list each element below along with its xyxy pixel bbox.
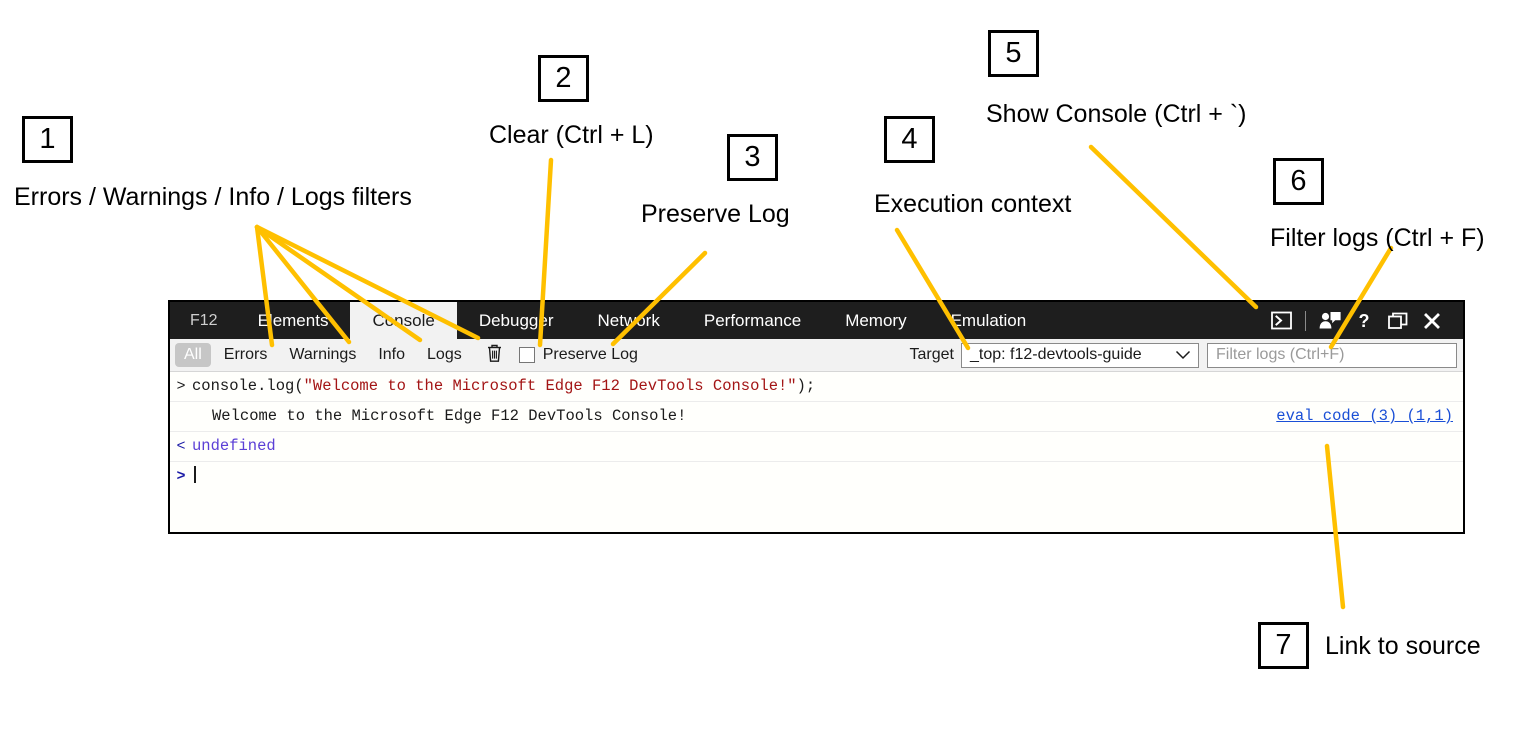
callout-label-5: Show Console (Ctrl + `) xyxy=(986,100,1247,128)
tab-console[interactable]: Console xyxy=(350,302,457,339)
tab-network[interactable]: Network xyxy=(576,302,682,339)
execution-context-select[interactable]: _top: f12-devtools-guide xyxy=(961,342,1199,368)
callout-number: 6 xyxy=(1290,165,1307,197)
callout-box-4: 4 xyxy=(884,116,935,163)
filter-logs-placeholder: Filter logs (Ctrl+F) xyxy=(1216,346,1345,363)
code-suffix: ); xyxy=(796,377,816,395)
filter-button-logs[interactable]: Logs xyxy=(427,346,462,363)
console-input-code: console.log("Welcome to the Microsoft Ed… xyxy=(192,376,815,396)
trash-icon xyxy=(486,343,503,368)
console-output[interactable]: > console.log("Welcome to the Microsoft … xyxy=(170,372,1463,532)
feedback-icon[interactable] xyxy=(1313,302,1347,339)
leader-line-5 xyxy=(1088,144,1259,310)
callout-box-5: 5 xyxy=(988,30,1039,77)
callout-box-3: 3 xyxy=(727,134,778,181)
callout-box-6: 6 xyxy=(1273,158,1324,205)
output-marker-icon: < xyxy=(176,437,186,454)
callout-label-2: Clear (Ctrl + L) xyxy=(489,121,654,149)
svg-text:?: ? xyxy=(1359,311,1370,331)
source-link[interactable]: eval code (3) (1,1) xyxy=(1276,407,1453,425)
help-icon[interactable]: ? xyxy=(1347,302,1381,339)
console-prompt-input[interactable] xyxy=(192,466,196,486)
tab-label: Debugger xyxy=(478,310,554,330)
console-message-row: Welcome to the Microsoft Edge F12 DevToo… xyxy=(170,402,1463,432)
prompt-marker-icon: > xyxy=(176,467,186,484)
tab-label: Emulation xyxy=(950,310,1027,330)
console-result-value: undefined xyxy=(192,437,276,455)
filter-button-errors[interactable]: Errors xyxy=(223,346,268,363)
tabstrip-spacer xyxy=(1048,302,1264,339)
callout-number: 5 xyxy=(1005,37,1022,69)
console-input-row: > console.log("Welcome to the Microsoft … xyxy=(170,372,1463,402)
tab-label: Memory xyxy=(845,310,907,330)
preserve-log-checkbox[interactable] xyxy=(518,347,535,363)
callout-number: 4 xyxy=(901,123,918,155)
callout-label-1: Errors / Warnings / Info / Logs filters xyxy=(14,183,412,211)
tab-memory[interactable]: Memory xyxy=(823,302,928,339)
preserve-log-control[interactable]: Preserve Log xyxy=(518,346,638,364)
callout-number: 3 xyxy=(744,141,761,173)
tab-label: Elements xyxy=(257,310,329,330)
filter-button-all[interactable]: All xyxy=(175,343,211,367)
tab-emulation[interactable]: Emulation xyxy=(929,302,1049,339)
filter-button-warnings[interactable]: Warnings xyxy=(289,346,357,363)
code-string-literal: "Welcome to the Microsoft Edge F12 DevTo… xyxy=(303,377,797,395)
devtools-window: F12 Elements Console Debugger Network Pe… xyxy=(168,300,1465,534)
chevron-down-icon xyxy=(1175,350,1191,360)
tab-debugger[interactable]: Debugger xyxy=(457,302,576,339)
console-result-row: < undefined xyxy=(170,432,1463,462)
callout-label-7: Link to source xyxy=(1325,632,1481,660)
tab-label: Console xyxy=(372,310,435,330)
tab-label: F12 xyxy=(190,311,218,329)
callout-number: 2 xyxy=(555,62,572,94)
tab-elements[interactable]: Elements xyxy=(236,302,351,339)
undock-icon[interactable] xyxy=(1381,302,1415,339)
devtools-tabstrip: F12 Elements Console Debugger Network Pe… xyxy=(170,302,1463,339)
execution-context-value: _top: f12-devtools-guide xyxy=(970,346,1142,363)
show-console-icon[interactable] xyxy=(1264,302,1298,339)
tab-label: Network xyxy=(597,310,660,330)
tab-label: Performance xyxy=(703,310,802,330)
tab-f12: F12 xyxy=(170,302,236,339)
callout-number: 7 xyxy=(1275,629,1292,661)
titlebar-icon-group: ? xyxy=(1264,302,1463,339)
callout-box-7: 7 xyxy=(1258,622,1309,669)
console-message-text: Welcome to the Microsoft Edge F12 DevToo… xyxy=(212,407,687,425)
clear-console-button[interactable] xyxy=(481,342,509,368)
preserve-log-label: Preserve Log xyxy=(542,346,638,363)
close-icon[interactable] xyxy=(1415,302,1449,339)
callout-label-3: Preserve Log xyxy=(641,200,790,228)
console-toolbar: All Errors Warnings Info Logs Preserve L… xyxy=(170,339,1463,372)
input-marker-icon: > xyxy=(176,377,186,394)
tab-performance[interactable]: Performance xyxy=(682,302,823,339)
code-prefix: console.log( xyxy=(192,377,304,395)
callout-label-4: Execution context xyxy=(874,190,1072,218)
callout-box-2: 2 xyxy=(538,55,589,102)
filter-button-info[interactable]: Info xyxy=(378,346,406,363)
callout-number: 1 xyxy=(39,123,56,155)
target-label: Target xyxy=(909,346,954,363)
filter-logs-input[interactable]: Filter logs (Ctrl+F) xyxy=(1207,342,1457,368)
console-prompt-row[interactable]: > xyxy=(170,462,1463,491)
callout-box-1: 1 xyxy=(22,116,73,163)
callout-label-6: Filter logs (Ctrl + F) xyxy=(1270,224,1485,252)
text-caret xyxy=(194,466,196,483)
titlebar-separator xyxy=(1305,310,1306,331)
